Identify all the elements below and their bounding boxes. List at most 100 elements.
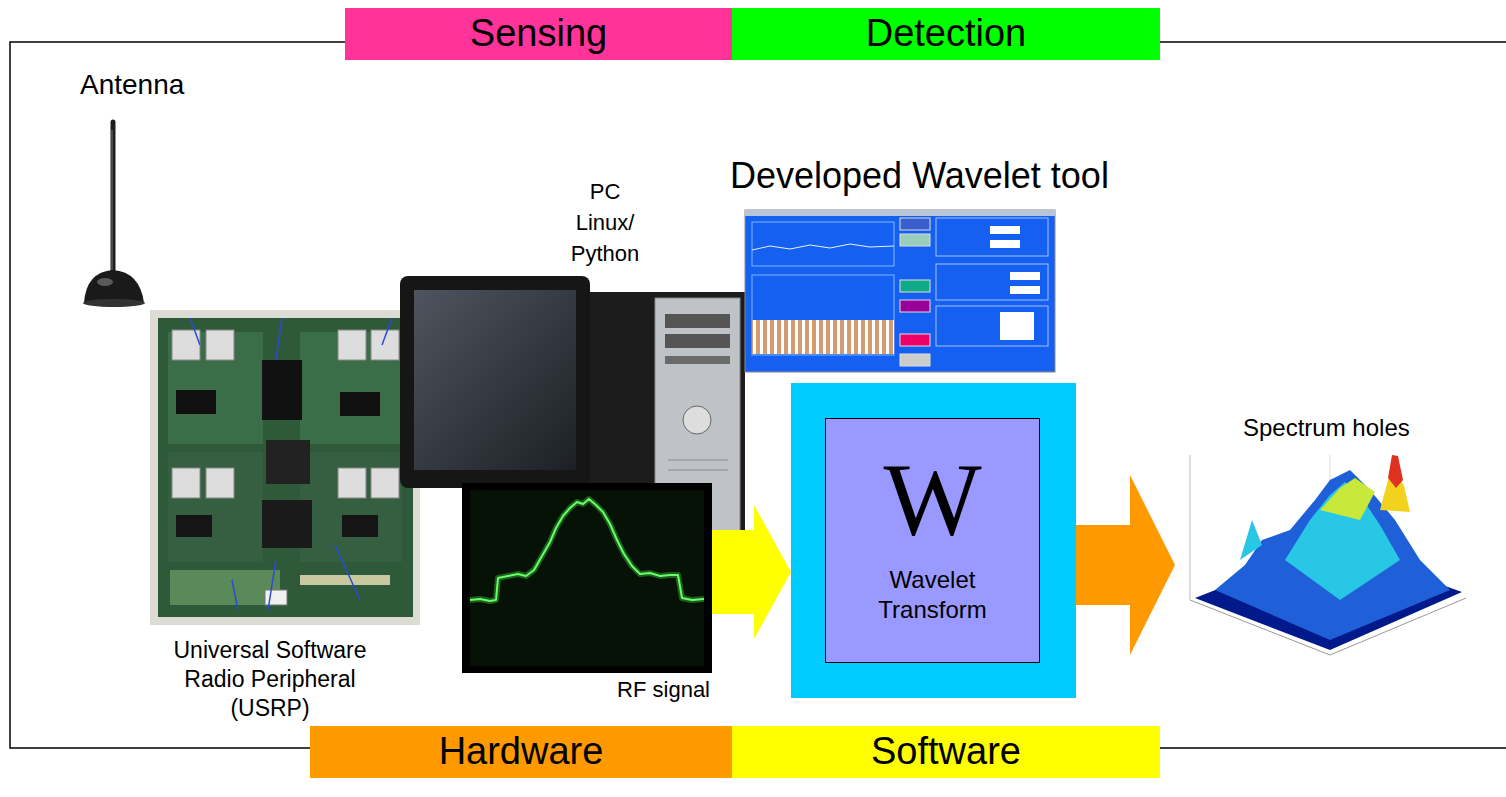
usrp-board-picture-part (338, 468, 366, 498)
usrp-board-picture-part (276, 318, 282, 360)
usrp-board-picture-part (206, 330, 234, 360)
plot-heading: Spectrum holes (1243, 414, 1410, 442)
band-label: Sensing (470, 12, 607, 56)
usrp-board-picture-part (176, 390, 216, 414)
pc-picture-part (668, 470, 728, 471)
usrp-board-picture-part (300, 452, 402, 562)
usrp-board-picture-part (158, 318, 413, 617)
spectrum-plot-part (1215, 470, 1450, 640)
frame-line-part (10, 42, 1506, 748)
usrp-board-picture-part (268, 560, 276, 610)
rf-signal-display-part (470, 490, 704, 666)
band-label: Software (871, 730, 1021, 774)
usrp-label: Universal Software Radio Peripheral (USR… (150, 636, 390, 723)
software-band: Software (732, 726, 1160, 778)
wavelet-tool-screenshot-part (936, 306, 1048, 346)
pc-picture-part (400, 276, 590, 488)
tool-label: Developed Wavelet tool (730, 155, 1109, 197)
wavelet-tool-screenshot-part (1000, 312, 1034, 340)
usrp-board-picture-part (262, 500, 312, 548)
symbol-letter: W (883, 447, 981, 551)
wavelet-tool-screenshot-part (990, 240, 1020, 248)
antenna-label: Antenna (80, 68, 184, 102)
antenna-picture-part (84, 270, 144, 303)
spectrum-plot-part (1320, 478, 1375, 520)
usrp-board-picture-part (340, 392, 380, 416)
usrp-board-picture-part (168, 452, 263, 562)
band-label: Hardware (439, 730, 604, 774)
block-arrow (1076, 475, 1175, 655)
antenna-picture-part (112, 130, 113, 270)
usrp-board-picture-part (170, 570, 280, 605)
usrp-board-picture-part (338, 330, 366, 360)
spectrum-plot: Spectrum holes (1175, 450, 1475, 660)
wavelet-tool-screenshot-part (990, 226, 1020, 234)
rf-signal-display-part (462, 483, 712, 673)
display-caption: RF signal (617, 677, 710, 703)
block-label: Wavelet Transform (868, 565, 998, 625)
wavelet-tool-screenshot-part (900, 300, 930, 312)
antenna-picture-part (111, 122, 116, 278)
rf-signal-display: RF signal (462, 483, 712, 673)
block-arrow (712, 505, 791, 639)
spectrum-plot-part (1175, 450, 1475, 660)
wavelet-tool-screenshot-part (752, 275, 894, 355)
pc-picture-part (665, 314, 730, 328)
spectrum-plot-part (1388, 455, 1403, 488)
wavelet-tool-screenshot-part (752, 244, 894, 250)
pc-picture-part (665, 334, 730, 348)
usrp-board-picture-part (371, 468, 399, 498)
usrp-board-picture-part (172, 468, 200, 498)
inner-panel: W Wavelet Transform (825, 418, 1040, 663)
usrp-board-picture-part (265, 590, 287, 605)
wavelet-tool-screenshot-part (1010, 286, 1040, 294)
wavelet-tool-screenshot-part (900, 218, 930, 230)
usrp-board-picture-part (342, 515, 378, 537)
antenna-picture-part (83, 299, 145, 307)
usrp-board-picture-part (262, 360, 302, 420)
rf-signal-display (462, 483, 712, 673)
usrp-board-picture-part (300, 575, 390, 585)
usrp-board-picture-part (266, 440, 310, 484)
rf-signal-display-part (470, 499, 704, 601)
usrp-board-picture-part (232, 580, 238, 610)
pc-picture-part (683, 406, 711, 434)
detection-band: Detection (732, 8, 1160, 60)
usrp-board-picture-part (150, 310, 420, 625)
usrp-board-picture-part (176, 515, 212, 537)
sensing-band: Sensing (345, 8, 732, 60)
wavelet-tool-screenshot (745, 210, 1055, 372)
wavelet-tool-screenshot-part (752, 222, 894, 266)
usrp-board-picture-part (206, 468, 234, 498)
usrp-board-picture (150, 310, 420, 625)
rf-signal-display-part (470, 499, 704, 601)
band-label: Detection (866, 12, 1027, 56)
antenna-picture (83, 122, 145, 307)
wavelet-block: W Wavelet Transform (791, 383, 1076, 698)
wavelet-tool-screenshot-part (936, 264, 1048, 300)
hardware-band: Hardware (310, 726, 732, 778)
pc-picture-part (665, 356, 730, 364)
wavelet-tool-screenshot-part (745, 210, 1055, 216)
wavelet-tool-screenshot-part (936, 218, 1048, 256)
usrp-board-picture-part (382, 318, 392, 345)
spectrum-plot (1175, 450, 1475, 660)
spectrum-plot-part (1240, 520, 1262, 560)
pc-picture-part (668, 460, 728, 461)
usrp-board-picture-part (335, 545, 360, 600)
wavelet-tool-screenshot-part (900, 280, 930, 292)
wavelet-tool-screenshot-part (900, 234, 930, 246)
wavelet-tool-screenshot-part (900, 354, 930, 366)
usrp-board-picture-part (190, 318, 200, 345)
usrp-board-picture-part (371, 330, 399, 360)
frame-line (10, 42, 1506, 748)
antenna-picture-part (97, 278, 113, 286)
wavelet-tool-screenshot-part (745, 210, 1055, 372)
pc-picture-part (414, 290, 576, 470)
wavelet-tool-screenshot-part (752, 320, 894, 354)
wavelet-tool-screenshot-part (900, 334, 930, 346)
spectrum-plot-part (1190, 455, 1191, 600)
wavelet-tool-screenshot-part (1010, 272, 1040, 280)
pc-label: PC Linux/ Python (565, 176, 645, 269)
